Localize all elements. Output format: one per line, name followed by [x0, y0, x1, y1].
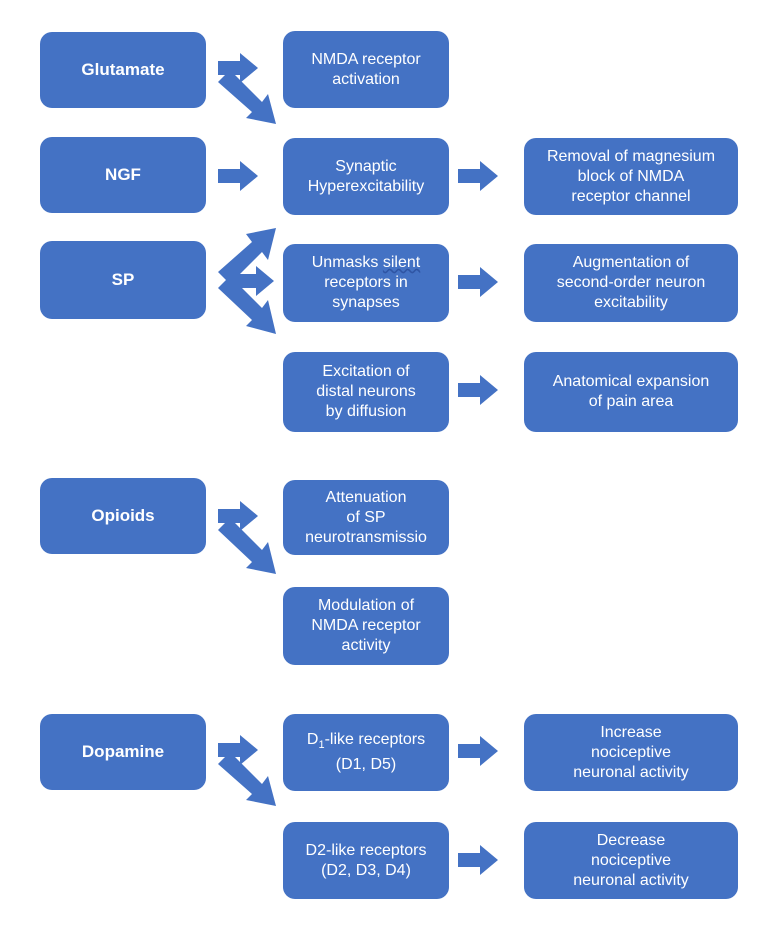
nmda-activation-box: NMDA receptor activation — [283, 31, 449, 108]
unmasks-silent-word: silent — [382, 254, 421, 271]
attenuation-sp-box: Attenuation of SP neurotransmissio — [283, 480, 449, 555]
arrow-unmasks-to-augmentation — [458, 267, 498, 297]
arrow-dopamine-diagonal — [218, 752, 276, 806]
arrow-glutamate-diagonal — [218, 70, 276, 124]
decrease-activity-label: Decrease nociceptive neuronal activity — [573, 831, 689, 889]
d1-line1-sub: 1 — [318, 739, 325, 752]
opioids-label: Opioids — [91, 506, 155, 525]
modulation-nmda-label: Modulation of NMDA receptor activity — [311, 597, 421, 654]
anatomical-expansion-label: Anatomical expansion of pain area — [552, 373, 710, 410]
arrow-synaptic-to-removal — [458, 161, 498, 191]
arrow-sp-down — [218, 276, 276, 334]
increase-activity-box: Increase nociceptive neuronal activity — [524, 714, 738, 791]
excitation-distal-label: Excitation of distal neurons by diffusio… — [316, 363, 416, 420]
glutamate-label: Glutamate — [81, 60, 165, 79]
d2-line2: (D2, D3, D4) — [321, 861, 411, 879]
sp-label: SP — [111, 270, 135, 289]
dopamine-box: Dopamine — [40, 714, 206, 790]
arrow-excitation-to-anatomical — [458, 375, 498, 405]
glutamate-box: Glutamate — [40, 32, 206, 108]
augmentation-label: Augmentation of second-order neuron exci… — [556, 254, 706, 311]
arrow-sp-up — [218, 228, 276, 284]
anatomical-expansion-box: Anatomical expansion of pain area — [524, 352, 738, 432]
d1-like-receptors-box: D1-like receptors (D1, D5) — [283, 714, 449, 791]
d2-like-receptors-box: D2-like receptors (D2, D3, D4) — [283, 822, 449, 899]
sp-box: SP — [40, 241, 206, 319]
d1-line2: (D1, D5) — [335, 756, 397, 774]
augmentation-box: Augmentation of second-order neuron exci… — [524, 244, 738, 322]
ngf-box: NGF — [40, 137, 206, 213]
attenuation-sp-label: Attenuation of SP neurotransmissio — [305, 488, 427, 546]
dopamine-label: Dopamine — [81, 742, 165, 761]
arrow-opioids-diagonal — [218, 518, 276, 574]
d1-like-receptors-label: D1-like receptors (D1, D5) — [307, 730, 425, 775]
excitation-distal-box: Excitation of distal neurons by diffusio… — [283, 352, 449, 432]
unmasks-rest: receptors in synapses — [324, 274, 408, 311]
d1-line1-d: D — [306, 730, 319, 748]
arrow-d1-to-increase — [458, 736, 498, 766]
d1-line1-rest: -like receptors — [324, 730, 426, 748]
increase-activity-label: Increase nociceptive neuronal activity — [573, 723, 689, 781]
opioids-box: Opioids — [40, 478, 206, 554]
unmasks-silent-receptors-label: Unmasks silent receptors in synapses — [312, 253, 420, 313]
d2-like-receptors-label: D2-like receptors (D2, D3, D4) — [306, 841, 427, 881]
ngf-label: NGF — [105, 165, 141, 184]
synaptic-hyperexcitability-label: Synaptic Hyperexcitability — [307, 157, 425, 195]
nmda-activation-label: NMDA receptor activation — [311, 50, 421, 88]
d2-line1: D2-like receptors — [305, 841, 427, 859]
synaptic-hyperexcitability-box: Synaptic Hyperexcitability — [283, 138, 449, 215]
removal-magnesium-box: Removal of magnesium block of NMDA recep… — [524, 138, 738, 215]
arrow-ngf-to-synaptic — [218, 161, 258, 191]
unmasks-prefix: Unmasks — [311, 254, 383, 271]
removal-magnesium-label: Removal of magnesium block of NMDA recep… — [546, 147, 716, 205]
decrease-activity-box: Decrease nociceptive neuronal activity — [524, 822, 738, 899]
modulation-nmda-box: Modulation of NMDA receptor activity — [283, 587, 449, 665]
unmasks-silent-receptors-box: Unmasks silent receptors in synapses — [283, 244, 449, 322]
arrow-d2-to-decrease — [458, 845, 498, 875]
